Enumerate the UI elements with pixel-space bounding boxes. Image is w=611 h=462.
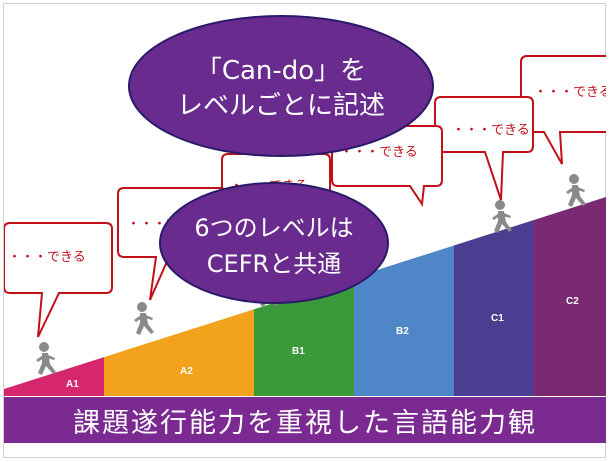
level-label-a1: A1 [66,379,79,390]
ellipse-six-levels-line2: CEFRと共通 [207,250,341,278]
level-label-a2: A2 [180,366,193,377]
ellipse-can-do-line2: レベルごとに記述 [177,91,385,121]
running-person-icon [36,342,56,375]
ellipse-six-levels-line1: 6つのレベルは [194,214,353,242]
can-do-diagram: A1 A2 B1 B2 C1 C2 [4,15,606,396]
band-c2 [534,197,606,396]
band-c1 [454,197,534,396]
running-person-icon [492,200,512,233]
callout-text-6: ・・・できる [534,85,606,100]
title-banner: 課題遂行能力を重視した言語能力観 [4,397,606,443]
speech-bubble-1: ・・・できる [4,222,113,338]
callout-text-4: ・・・できる [340,145,418,160]
level-label-b2: B2 [396,326,409,337]
speech-bubble-6: ・・・できる [520,55,606,165]
ellipse-can-do-line1: 「Can-do」を [196,56,366,86]
callout-text-1: ・・・できる [8,250,86,265]
running-person-icon [566,174,586,207]
level-label-b1: B1 [292,346,305,357]
banner-title: 課題遂行能力を重視した言語能力観 [73,407,537,439]
ellipse-six-levels: 6つのレベルは CEFRと共通 [159,182,389,304]
ellipse-can-do: 「Can-do」を レベルごとに記述 [128,15,434,157]
level-label-c1: C1 [491,313,504,324]
level-label-c2: C2 [566,296,579,307]
callout-text-5: ・・・できる [452,123,530,138]
speech-bubble-5: ・・・できる [434,96,534,201]
running-person-icon [134,302,154,335]
